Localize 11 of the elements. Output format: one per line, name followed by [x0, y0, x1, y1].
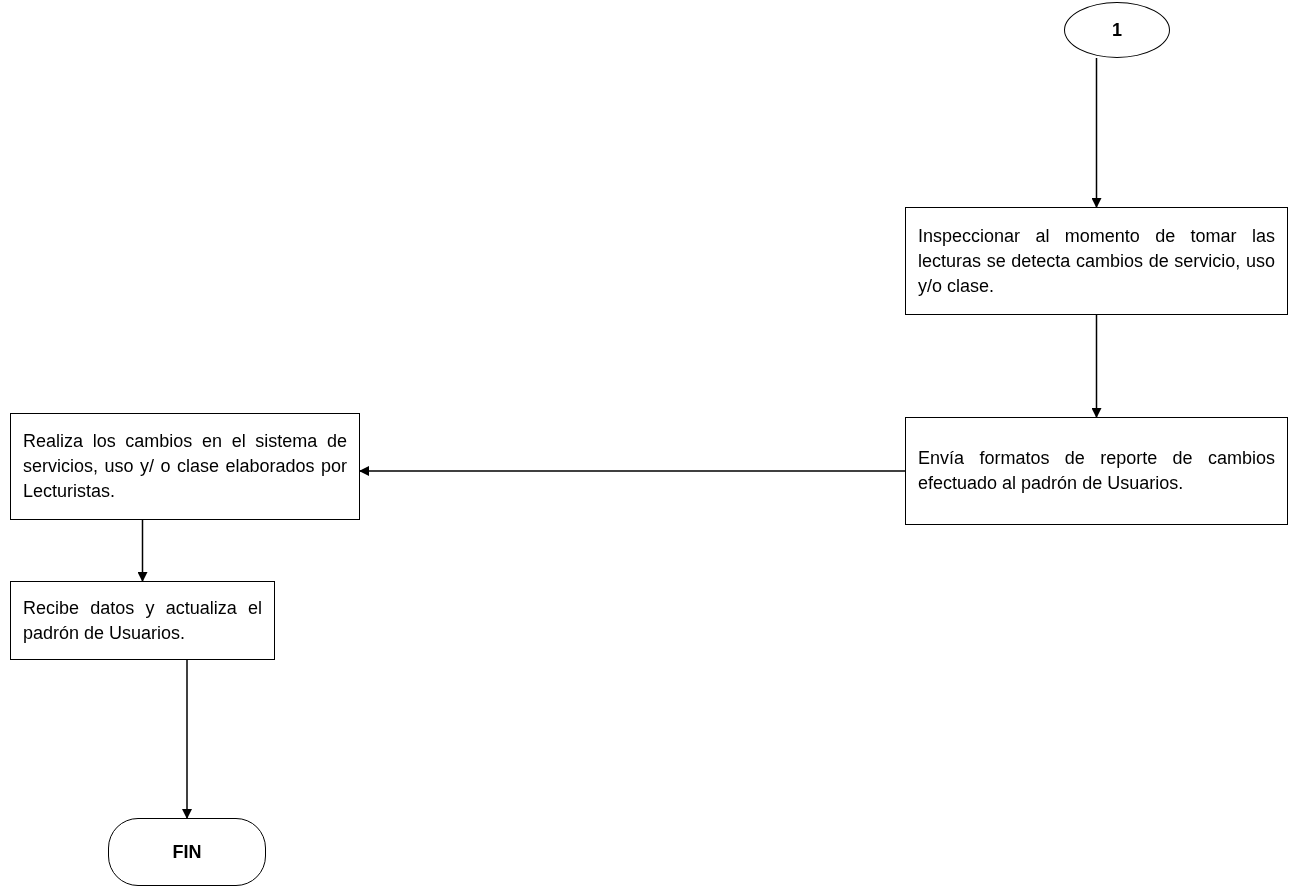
- process-box: Inspeccionar al momento de tomar las lecturas se detecta cambios de servicio, uso y/o clase.: [905, 207, 1288, 315]
- arrow: [359, 466, 906, 476]
- arrow: [1091, 314, 1102, 418]
- arrow: [137, 519, 148, 582]
- process-box: Envía formatos de reporte de cambios efectuado al padrón de Usuarios.: [905, 417, 1288, 525]
- process-box: Realiza los cambios en el sistema de servicios, uso y/ o clase elaborados por Lecturistas.: [10, 413, 360, 520]
- terminator-shape: FIN: [108, 818, 266, 886]
- arrow: [1091, 57, 1102, 208]
- process-box: Recibe datos y actualiza el padrón de Usuarios.: [10, 581, 275, 660]
- arrow: [182, 659, 192, 819]
- connector-circle: 1: [1064, 2, 1170, 58]
